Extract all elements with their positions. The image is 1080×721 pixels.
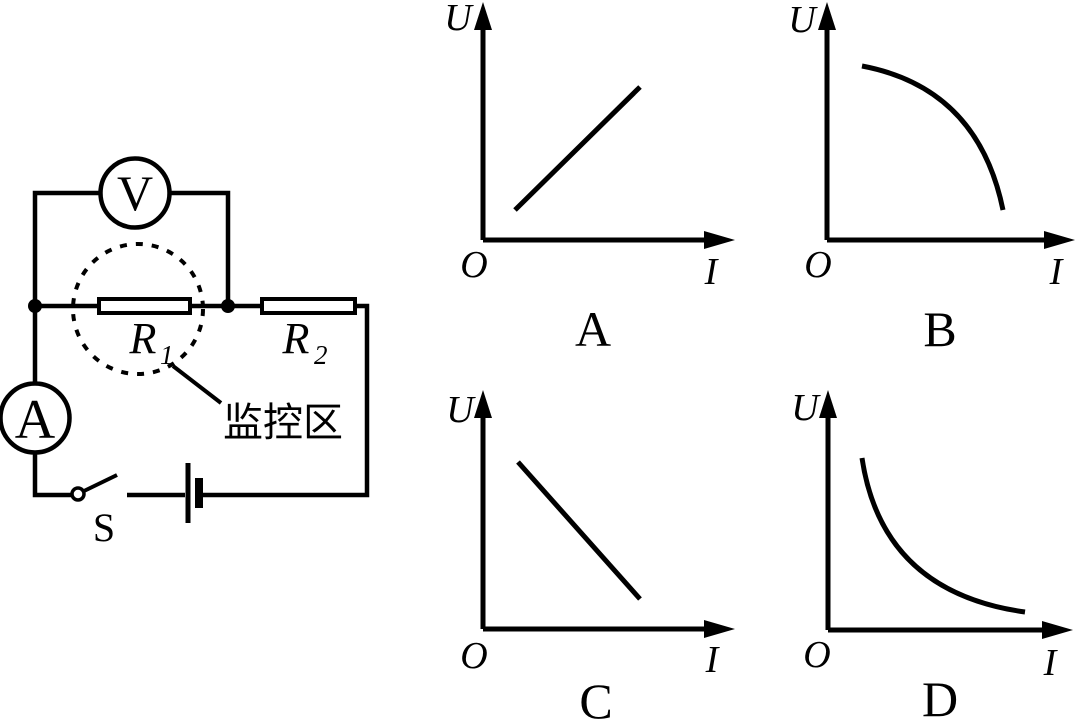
wire-voltmeter-right <box>169 190 231 306</box>
graph-c-x-arrow-icon <box>704 620 735 638</box>
wire-ammeter-to-switch <box>32 452 72 498</box>
switch-pivot <box>70 486 86 502</box>
graph-d-y-label: U <box>791 387 821 429</box>
ammeter: A <box>0 381 72 455</box>
graph-d-x-arrow-icon <box>1042 621 1073 639</box>
graph-option-a: U O I A <box>444 0 735 357</box>
junction-dot-right <box>221 299 235 313</box>
monitor-zone-pointer-line <box>171 364 223 405</box>
graph-a-origin-label: O <box>460 244 487 286</box>
monitor-zone-dashed-circle <box>71 242 205 376</box>
graph-option-c: U O I C <box>446 389 735 721</box>
graph-option-d: U O I D <box>791 387 1073 721</box>
graph-d-option-label: D <box>922 671 958 721</box>
resistor-r1-subscript: 1 <box>160 340 174 370</box>
graph-a-y-label: U <box>444 0 474 39</box>
resistor-r2-subscript: 2 <box>314 340 328 370</box>
graph-c-curve <box>516 460 642 601</box>
graph-c-option-label: C <box>579 673 612 721</box>
voltmeter: V <box>98 156 172 230</box>
voltmeter-circle <box>98 156 172 230</box>
ammeter-label: A <box>15 389 56 451</box>
ammeter-circle <box>0 381 72 455</box>
wire-right-side <box>203 303 370 498</box>
battery <box>185 463 203 523</box>
graph-d-origin-label: O <box>803 634 830 676</box>
graph-a-option-label: A <box>575 301 611 357</box>
circuit-diagram: V A R 1 R 2 监控区 S <box>0 156 370 550</box>
graph-c-y-arrow-icon <box>474 390 492 418</box>
graph-b-origin-label: O <box>804 244 831 286</box>
graph-b-curve <box>861 63 1006 211</box>
resistor-r1-label: R <box>129 314 157 363</box>
graph-d-curve <box>859 457 1026 615</box>
resistor-r2: R 2 <box>260 297 357 370</box>
graph-a-curve <box>513 85 642 212</box>
monitor-zone-label: 监控区 <box>223 401 343 445</box>
voltmeter-label: V <box>117 165 153 221</box>
resistor-r1-body <box>97 297 192 315</box>
junction-dot-left <box>28 299 42 313</box>
graph-b-x-label: I <box>1049 251 1065 293</box>
graph-b-x-arrow-icon <box>1044 231 1075 249</box>
wire-voltmeter-left <box>32 190 101 308</box>
graph-c-origin-label: O <box>460 635 487 677</box>
graph-d-x-label: I <box>1043 642 1059 684</box>
graph-a-x-label: I <box>704 251 720 293</box>
switch-label: S <box>93 505 115 550</box>
graph-option-b: U O I B <box>788 0 1075 357</box>
switch: S <box>70 473 118 550</box>
graph-b-option-label: B <box>923 301 956 357</box>
graph-d-y-arrow-icon <box>819 390 837 418</box>
switch-lever <box>83 473 118 493</box>
resistor-r1: R 1 <box>97 297 192 370</box>
graph-a-y-arrow-icon <box>474 2 492 30</box>
graph-c-y-label: U <box>446 389 476 431</box>
graph-b-y-arrow-icon <box>818 2 836 30</box>
resistor-r2-label: R <box>282 314 310 363</box>
graph-b-y-label: U <box>788 0 818 41</box>
resistor-r2-body <box>260 297 357 315</box>
graph-a-x-arrow-icon <box>704 231 735 249</box>
graph-c-x-label: I <box>705 639 721 681</box>
